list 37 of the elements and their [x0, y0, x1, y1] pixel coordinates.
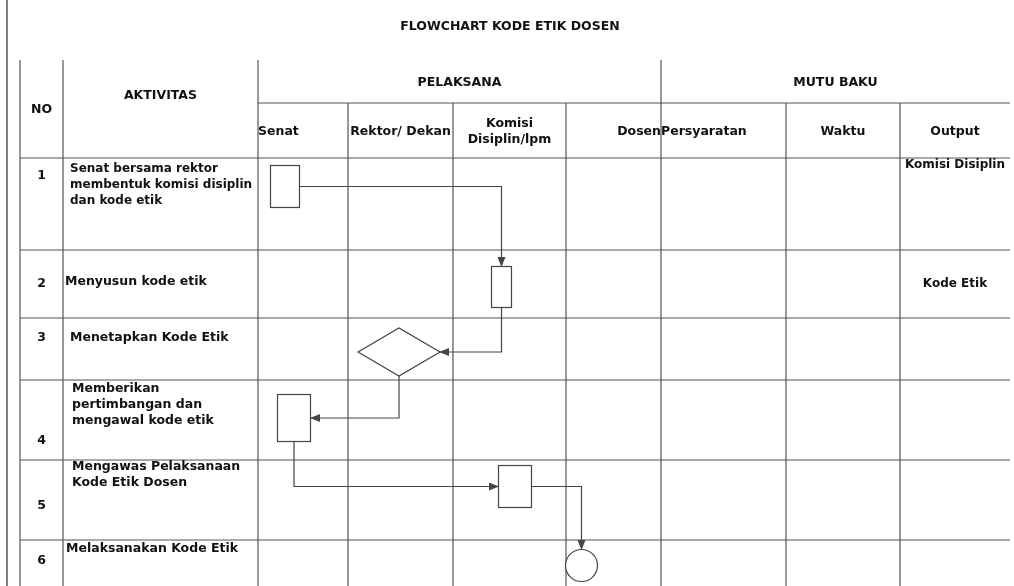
- column-header: AKTIVITAS: [123, 87, 198, 103]
- column-header: MUTU BAKU: [793, 74, 878, 90]
- row-number: 4: [37, 432, 46, 448]
- row-number: 2: [37, 275, 46, 291]
- process-box: [498, 465, 532, 508]
- column-header: Dosen: [617, 122, 661, 139]
- column-header: Komisi Disiplin/lpm: [466, 114, 553, 147]
- column-header: PELAKSANA: [417, 74, 502, 90]
- arrow: [299, 185, 506, 267]
- process-box: [491, 266, 512, 308]
- arrow: [293, 441, 499, 491]
- column-header: Senat: [258, 122, 299, 139]
- decision-diamond: [358, 328, 440, 376]
- activity-text: Menyusun kode etik: [65, 273, 207, 289]
- diagram-title: FLOWCHART KODE ETIK DOSEN: [400, 18, 620, 34]
- column-header: Waktu: [820, 122, 866, 139]
- end-circle: [565, 549, 598, 582]
- row-number: 1: [37, 167, 46, 183]
- column-header: Persyaratan: [661, 122, 747, 139]
- column-header: Rektor/ Dekan: [350, 122, 451, 139]
- process-box: [277, 394, 311, 442]
- activity-text: Senat bersama rektor membentuk komisi disiplin dan kode etik: [70, 160, 254, 208]
- arrow: [531, 485, 586, 550]
- activity-text: Melaksanakan Kode Etik: [66, 540, 239, 556]
- output-text: Komisi Disiplin: [904, 156, 1006, 172]
- row-number: 6: [37, 552, 46, 568]
- row-number: 5: [37, 497, 46, 513]
- output-text: Kode Etik: [922, 275, 988, 291]
- column-header: Output: [930, 122, 980, 139]
- column-header: NO: [30, 101, 53, 117]
- activity-text: Memberikan pertimbangan dan mengawal kode etik: [72, 380, 215, 428]
- arrow: [310, 375, 400, 422]
- arrow: [439, 307, 503, 356]
- activity-text: Menetapkan Kode Etik: [70, 329, 229, 345]
- activity-text: Mengawas Pelaksanaan Kode Etik Dosen: [72, 458, 242, 490]
- process-box: [270, 165, 300, 208]
- row-number: 3: [37, 329, 46, 345]
